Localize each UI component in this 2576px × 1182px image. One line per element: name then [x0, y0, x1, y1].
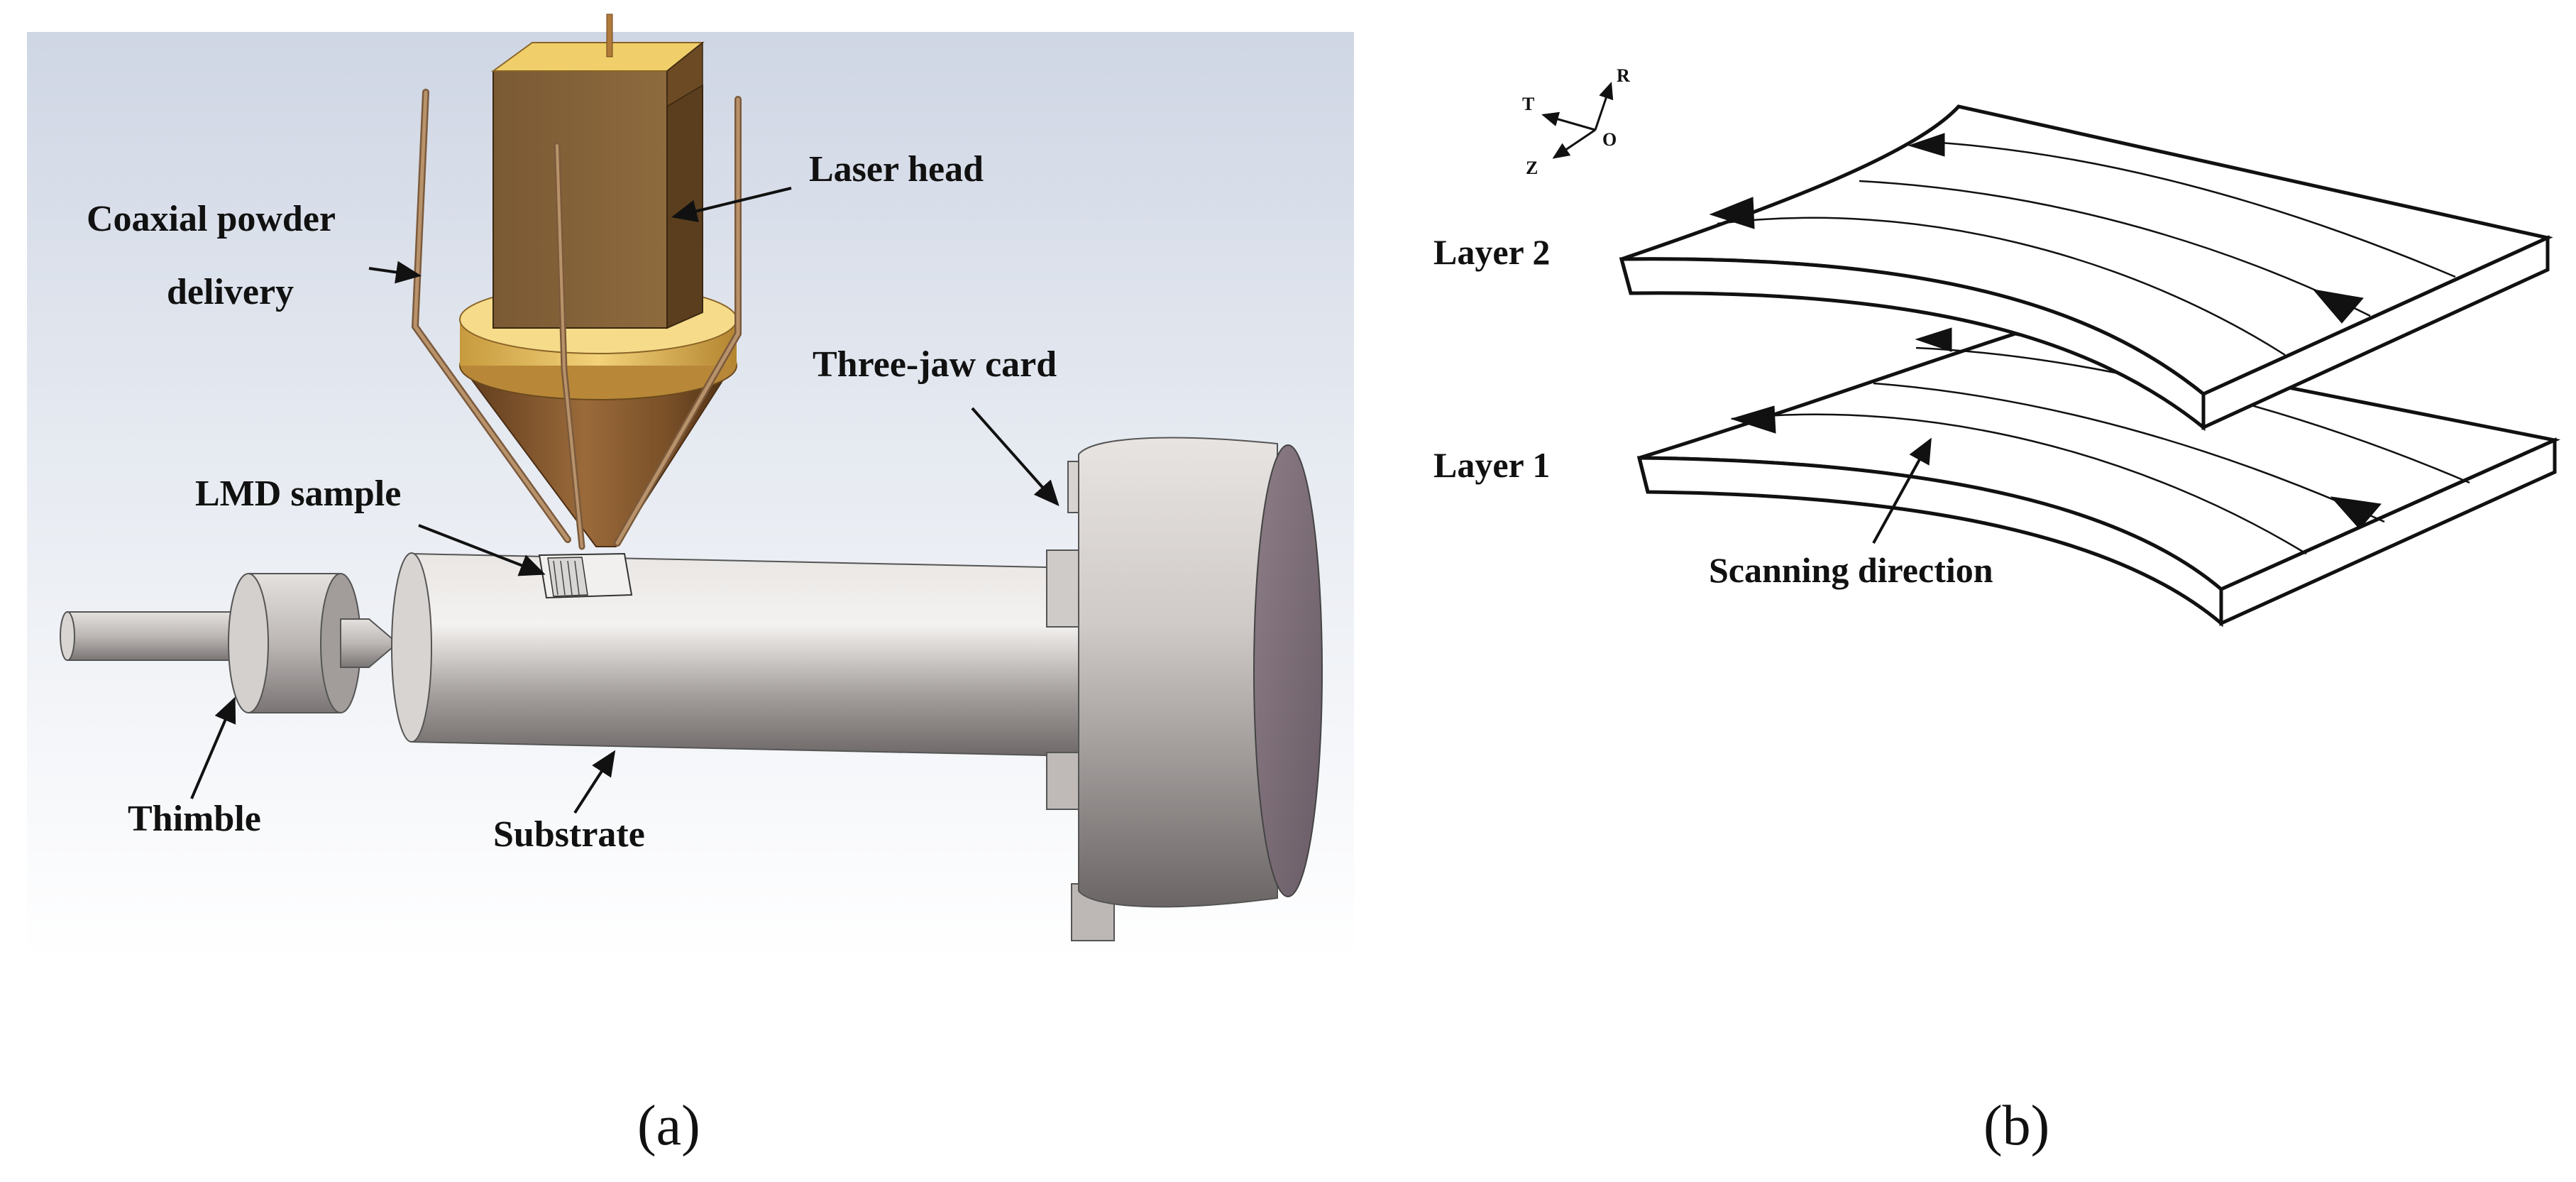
- label-laser-head: Laser head: [809, 149, 984, 190]
- substrate-end: [391, 552, 432, 743]
- axis-label-o: O: [1602, 129, 1617, 150]
- axis-label-r: R: [1617, 65, 1630, 86]
- thimble-body-back: [228, 573, 269, 713]
- thimble-tip: [340, 618, 399, 668]
- label-layer-1: Layer 1: [1433, 445, 1550, 485]
- scan-arrowheads: [1709, 133, 2382, 530]
- jaw-mid: [1046, 549, 1083, 628]
- panel-a-arrows: [190, 187, 1059, 814]
- label-three-jaw-card: Three-jaw card: [813, 344, 1057, 385]
- thimble-shaft-end: [60, 611, 75, 661]
- head-box-front: [492, 70, 668, 329]
- label-scanning-direction: Scanning direction: [1709, 550, 1993, 590]
- substrate-cylinder: [411, 552, 1079, 757]
- label-coaxial-powder-line1: Coaxial powder: [87, 199, 336, 239]
- axis-label-t: T: [1522, 94, 1534, 114]
- laser-head-assembly: [459, 13, 737, 547]
- caption-b: (b): [1983, 1095, 2049, 1157]
- coordinate-axes: [1541, 82, 1614, 159]
- label-thimble: Thimble: [128, 799, 261, 839]
- chuck-face: [1253, 444, 1323, 897]
- lmd-sample-part: [538, 552, 633, 599]
- layer-2-plate: [1619, 104, 2553, 432]
- axis-label-z: Z: [1526, 158, 1538, 178]
- powder-tubes: [411, 89, 742, 550]
- caption-a: (a): [637, 1095, 700, 1157]
- panel-a: Laser head Coaxial powder delivery Three…: [27, 13, 1354, 1157]
- label-coaxial-powder-line2: delivery: [167, 272, 294, 312]
- layer-1-plate: [1636, 332, 2561, 628]
- jaw-low: [1046, 752, 1083, 810]
- label-lmd-sample: LMD sample: [195, 474, 401, 514]
- panel-b: T R O Z: [1433, 65, 2561, 1157]
- scan-direction-arrow: [1872, 437, 1932, 544]
- three-jaw-chuck: [1046, 437, 1323, 941]
- thimble-shaft: [67, 611, 253, 661]
- label-substrate: Substrate: [493, 814, 645, 855]
- label-layer-2: Layer 2: [1433, 232, 1550, 272]
